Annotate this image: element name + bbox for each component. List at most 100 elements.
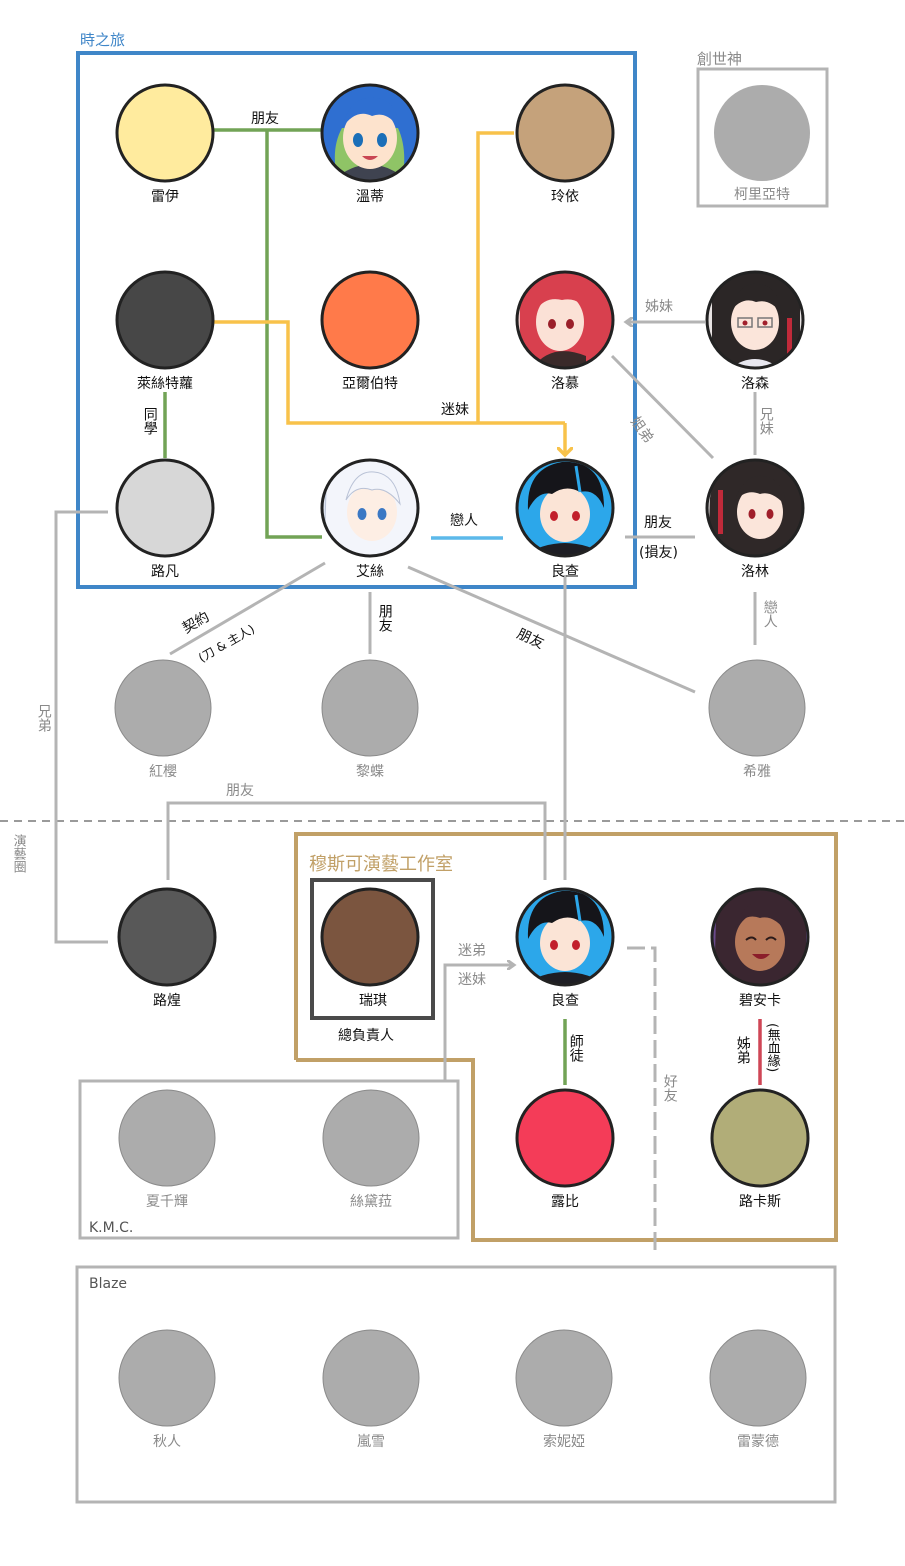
kelite-avatar — [714, 85, 810, 181]
name-lukasi: 路卡斯 — [739, 1194, 781, 1210]
name-liangcha: 良查 — [551, 564, 579, 580]
group-title-kmc: K.M.C. — [89, 1220, 134, 1236]
name-luhuang: 路煌 — [153, 993, 181, 1009]
good-friend-line — [627, 946, 657, 1255]
group-title-entertainment: 演藝圈 — [10, 834, 26, 873]
red-haired-girl-avatar-icon — [517, 272, 613, 368]
name-bianka: 碧安卡 — [739, 993, 781, 1009]
sidaili-avatar — [322, 1089, 420, 1187]
laisi-fan-line — [214, 320, 565, 425]
name-leimengde: 雷蒙德 — [737, 1434, 779, 1450]
name-lubi: 露比 — [551, 1194, 579, 1210]
black-haired-boy-avatar-icon — [517, 460, 613, 556]
lubi-avatar — [515, 1088, 615, 1188]
aisi-hongying-line — [169, 561, 326, 656]
yaer-avatar — [320, 270, 420, 370]
kmc-frame — [78, 1079, 460, 1240]
name-sidaili: 絲黛菈 — [350, 1194, 392, 1210]
name-xiaqianhui: 夏千輝 — [146, 1194, 188, 1210]
name-luolin: 洛林 — [741, 564, 769, 580]
group-title-studio: 穆斯可演藝工作室 — [309, 854, 453, 875]
hongying-avatar — [114, 659, 212, 757]
bianka-avatar-ring — [710, 887, 810, 987]
name-lanxue: 嵐雪 — [357, 1434, 385, 1450]
label-brother-sister: 兄妹 — [757, 407, 774, 435]
glasses-girl-avatar-icon — [707, 272, 803, 368]
group-title-creator-god: 創世神 — [697, 50, 743, 68]
luosen-avatar-ring — [705, 270, 805, 370]
qiuren-avatar — [118, 1329, 216, 1427]
name-hongying: 紅櫻 — [149, 764, 177, 780]
lidie-avatar — [321, 659, 419, 757]
name-kelite: 柯里亞特 — [734, 187, 790, 203]
luomu-luolin-line — [610, 354, 715, 460]
name-lingyi: 玲依 — [551, 189, 579, 205]
group-title-blaze: Blaze — [89, 1276, 128, 1292]
group-title-time-travel: 時之旅 — [80, 31, 126, 49]
name-wendi: 溫蒂 — [356, 189, 384, 205]
label-lovers: 戀人 — [450, 513, 478, 529]
white-haired-girl-avatar-icon — [322, 460, 418, 556]
name-qiuren: 秋人 — [153, 1434, 181, 1450]
aisi-avatar-ring — [320, 458, 420, 558]
wendi-aisi-line — [265, 130, 322, 539]
luomu-avatar-ring — [515, 270, 615, 370]
creator-god-frame — [696, 67, 829, 208]
name-lufan: 路凡 — [151, 564, 179, 580]
label-friend-lidie: 朋友 — [376, 604, 393, 632]
ruiqi-avatar — [320, 887, 420, 987]
name-liangcha-studio: 良查 — [551, 993, 579, 1009]
luolin-avatar-ring — [705, 458, 805, 558]
lei-avatar — [115, 83, 215, 183]
label-no-blood: (無血緣) — [764, 1023, 780, 1073]
label-friend-lei-wendi: 朋友 — [251, 111, 279, 127]
dark-haired-boy-avatar-icon — [707, 460, 803, 556]
time-travel-frame — [76, 51, 637, 589]
studio-frame — [294, 832, 838, 1242]
name-luomu: 洛慕 — [551, 376, 579, 392]
lanxue-avatar — [322, 1329, 420, 1427]
xiaqianhui-avatar — [118, 1089, 216, 1187]
name-lei: 雷伊 — [151, 189, 179, 205]
label-friend-luolin: 朋友 — [644, 515, 672, 531]
name-laisi: 萊絲特蘿 — [137, 376, 193, 392]
laisi-avatar — [115, 270, 215, 370]
label-studio-head: 總負責人 — [338, 1028, 394, 1044]
lingyi-fan-line — [476, 131, 514, 423]
lufan-avatar — [115, 458, 215, 558]
kmc-fan-line — [443, 965, 513, 1081]
leimengde-avatar — [709, 1329, 807, 1427]
liangcha2-avatar-ring — [515, 887, 615, 987]
dark-skinned-girl-avatar-icon — [712, 889, 808, 985]
xiya-avatar — [708, 659, 806, 757]
label-brothers: 兄弟 — [35, 704, 52, 732]
lukasi-avatar — [710, 1088, 810, 1188]
name-suoniya: 索妮婭 — [543, 1434, 585, 1450]
name-aisi: 艾絲 — [356, 564, 384, 580]
label-friend-bad: (損友) — [639, 545, 678, 561]
name-lidie: 黎蝶 — [356, 764, 384, 780]
luhuang-avatar — [117, 887, 217, 987]
name-ruiqi: 瑞琪 — [359, 993, 387, 1009]
label-friend-luhuang: 朋友 — [226, 783, 254, 799]
lingyi-avatar — [515, 83, 615, 183]
studio-head-highlight — [310, 878, 435, 1020]
label-fan-sister-studio: 迷妹 — [458, 972, 486, 988]
label-fan-sister: 迷妹 — [441, 402, 469, 418]
label-sisters: 姊妹 — [645, 299, 673, 315]
label-master-apprentice: 師徒 — [567, 1034, 584, 1062]
aisi-xiya-line — [407, 565, 696, 694]
lufan-luhuang-line — [54, 510, 108, 944]
label-good-friend: 好友 — [661, 1074, 678, 1102]
name-luosen: 洛森 — [741, 376, 769, 392]
suoniya-avatar — [515, 1329, 613, 1427]
name-xiya: 希雅 — [743, 764, 771, 780]
luhuang-liangcha-line — [166, 801, 547, 880]
wendi-avatar-ring — [320, 83, 420, 183]
name-yaer: 亞爾伯特 — [342, 376, 398, 392]
label-sister-brother: 姊弟 — [734, 1036, 751, 1064]
label-classmate: 同學 — [141, 407, 158, 435]
blaze-frame — [75, 1265, 837, 1504]
label-lovers-xiya: 戀人 — [761, 600, 778, 628]
